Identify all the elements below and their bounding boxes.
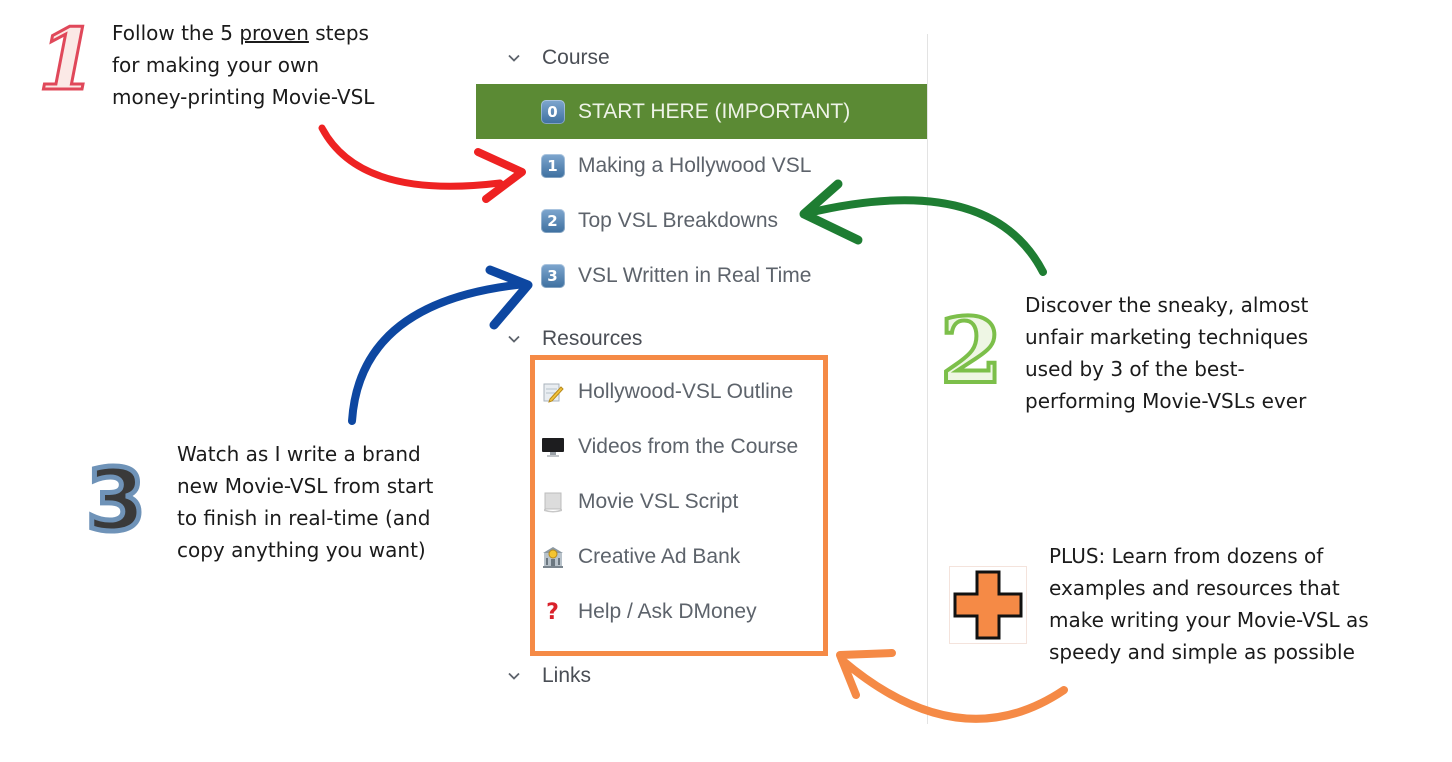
orange-plus-icon [949, 566, 1027, 644]
nav-item-label: Help / Ask DMoney [578, 600, 757, 623]
question-mark-icon: ? [546, 599, 559, 625]
section-title: Resources [542, 327, 643, 350]
nav-item-label: START HERE (IMPORTANT) [578, 99, 851, 123]
nav-item-making-hollywood-vsl[interactable]: 1 Making a Hollywood VSL [476, 140, 927, 192]
nav-item-label: Creative Ad Bank [578, 545, 741, 568]
sidebar-divider [927, 34, 928, 724]
step-1-number: 1 [36, 10, 97, 109]
keycap-0-icon: 0 [540, 99, 565, 124]
nav-item-hollywood-vsl-outline[interactable]: Hollywood-VSL Outline [476, 366, 927, 418]
nav-item-help-ask-dmoney[interactable]: ? Help / Ask DMoney [476, 586, 927, 638]
chevron-down-icon [508, 54, 520, 62]
section-title: Links [542, 664, 592, 687]
keycap-3-icon: 3 [540, 264, 565, 289]
nav-item-label: Videos from the Course [578, 435, 799, 458]
chevron-down-icon [508, 672, 520, 680]
section-links-header[interactable]: Links [506, 664, 591, 688]
chevron-down-icon [508, 335, 520, 343]
nav-item-label: Making a Hollywood VSL [578, 154, 812, 177]
section-title: Course [542, 46, 610, 69]
resources-highlight-box [530, 355, 828, 656]
section-resources-header[interactable]: Resources [506, 327, 642, 351]
nav-item-start-here[interactable]: 0 START HERE (IMPORTANT) [476, 84, 927, 139]
step-2-text: Discover the sneaky, almost unfair marke… [1025, 293, 1309, 413]
nav-item-label: VSL Written in Real Time [578, 264, 812, 287]
step-3-number: 3 [84, 451, 149, 551]
nav-item-vsl-written-real-time[interactable]: 3 VSL Written in Real Time [476, 250, 927, 302]
nav-item-videos-from-course[interactable]: Videos from the Course [476, 421, 927, 473]
section-course-header[interactable]: Course [506, 46, 610, 70]
keycap-1-icon: 1 [540, 154, 565, 179]
nav-item-label: Top VSL Breakdowns [578, 209, 779, 232]
keycap-2-icon: 2 [540, 209, 565, 234]
nav-item-label: Hollywood-VSL Outline [578, 380, 794, 403]
nav-item-movie-vsl-script[interactable]: Movie VSL Script [476, 476, 927, 528]
nav-item-label: Movie VSL Script [578, 490, 739, 513]
desktop-computer-icon [540, 435, 565, 460]
nav-item-top-vsl-breakdowns[interactable]: 2 Top VSL Breakdowns [476, 195, 927, 247]
plus-text: PLUS: Learn from dozens of examples and … [1049, 544, 1369, 664]
memo-pencil-icon [540, 380, 565, 405]
emphasis-proven: proven [239, 21, 309, 45]
step-1-text: Follow the 5 proven steps for making you… [112, 21, 375, 109]
nav-item-creative-ad-bank[interactable]: Creative Ad Bank [476, 531, 927, 583]
course-sidebar: Course 0 START HERE (IMPORTANT) 1 Making… [476, 0, 927, 762]
step-3-text: Watch as I write a brand new Movie-VSL f… [177, 442, 434, 562]
bank-icon [540, 545, 565, 570]
scroll-icon [540, 490, 565, 515]
step-2-number: 2 [938, 298, 1005, 404]
